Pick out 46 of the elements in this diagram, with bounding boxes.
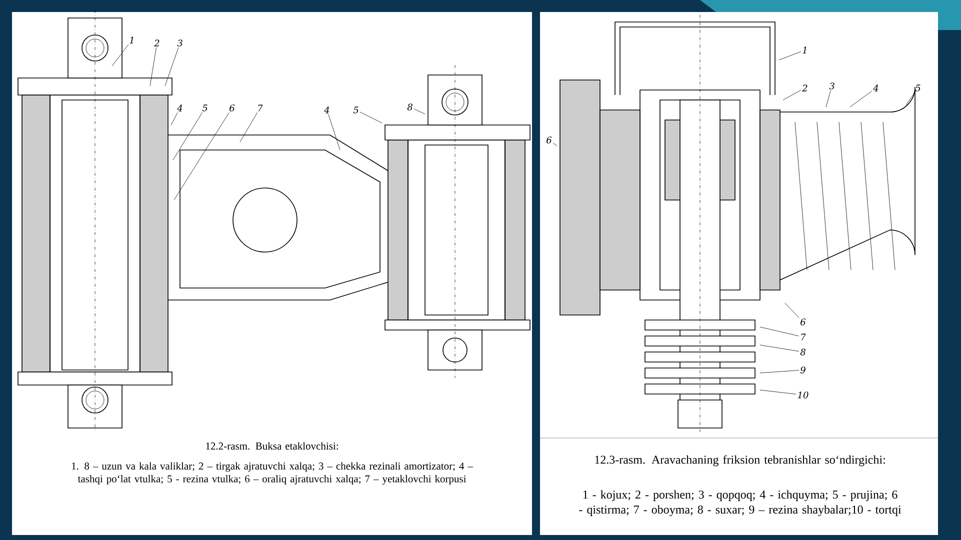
- callout-number: 1: [802, 46, 806, 54]
- leader-line: [240, 112, 258, 142]
- leader-line: [778, 51, 802, 60]
- leader-line: [414, 108, 426, 114]
- callout-number: 2: [154, 40, 160, 46]
- leader-line: [360, 112, 382, 124]
- leader-line: [760, 344, 800, 352]
- callout-number: 8: [407, 104, 412, 110]
- leader-line: [552, 142, 558, 146]
- leader-line: [760, 326, 800, 336]
- leader-line: [112, 44, 129, 66]
- leader-line: [906, 92, 915, 106]
- leader-line: [174, 112, 230, 200]
- callout-number: 4: [873, 84, 878, 92]
- leader-line: [782, 90, 802, 100]
- leader-line: [760, 370, 800, 374]
- caption: 12.2-rasm. Buksa etaklovchisi:: [206, 442, 338, 450]
- callout-number: 10: [798, 392, 808, 398]
- caption: 1. 8 – uzun va kala valiklar; 2 – tirgak ajratuvchi xalqa; 3 – chekka rezinali amortizator; 4 – tashqi po‘lat vtulka; 5 - rezina vtulka; 6 – oraliq ajratuvchi xalqa; 7 – yetaklovchi korpusi: [72, 462, 474, 485]
- callout-number: 2: [802, 84, 808, 92]
- callout-number: 4: [177, 104, 182, 112]
- callout-number: 1: [130, 36, 134, 44]
- callout-number: 5: [353, 106, 358, 114]
- callout-number: 7: [801, 334, 806, 340]
- callout-number: 7: [258, 104, 263, 112]
- callout-number: 6: [546, 136, 552, 144]
- callout-number: 8: [800, 348, 806, 356]
- leader-line: [172, 112, 202, 160]
- callout-number: 5: [202, 104, 208, 112]
- callout-number: 6: [230, 104, 235, 112]
- leader-line: [850, 90, 872, 108]
- leader-line: [328, 114, 340, 150]
- callout-number: 9: [800, 366, 806, 374]
- callout-number: 4: [324, 106, 330, 114]
- callout-number: 3: [829, 82, 834, 90]
- caption: 12.3-rasm. Aravachaning friksion tebranishlar so‘ndirgichi:: [595, 455, 885, 466]
- callout-number: 6: [800, 318, 806, 326]
- leader-line: [164, 47, 179, 86]
- leader-line: [826, 90, 831, 108]
- caption: 1 - kojux; 2 - porshen; 3 - qopqoq; 4 - ichquyma; 5 - prujina; 6 - qistirma; 7 - oboyma; 8 - suxar; 9 – rezina shaybalar;10 - tortqi: [579, 490, 902, 516]
- callout-number: 5: [915, 84, 920, 92]
- callout-number: 3: [177, 40, 182, 46]
- leader-line: [170, 112, 178, 126]
- leader-line: [760, 390, 796, 394]
- leader-line: [150, 47, 156, 86]
- leader-line: [784, 302, 800, 318]
